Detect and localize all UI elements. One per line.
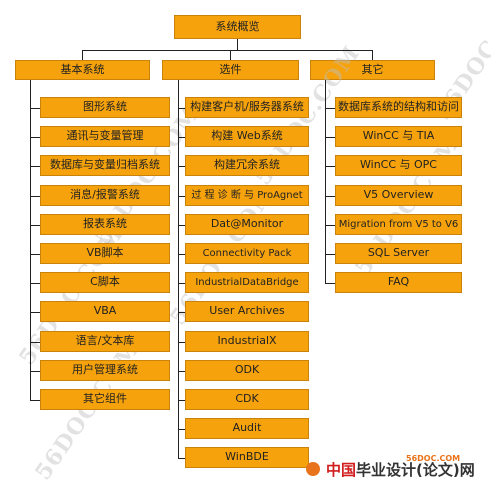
- connector-basic-6: [30, 254, 40, 255]
- connector-other-1: [325, 108, 335, 109]
- footer-url: 56DOC.COM: [406, 454, 461, 463]
- connector-options-8: [178, 312, 185, 313]
- connector-to-basic: [82, 50, 83, 60]
- node-basic-7: C脚本: [40, 272, 170, 293]
- node-basic-6: VB脚本: [40, 243, 170, 264]
- connector-options-4: [178, 196, 185, 197]
- connector-other-6: [325, 254, 335, 255]
- connector-basic-10: [30, 371, 40, 372]
- connector-basic-1: [30, 108, 40, 109]
- connector-root-down: [237, 39, 238, 50]
- node-other-2: WinCC 与 TIA: [335, 126, 462, 147]
- connector-root-bar: [82, 50, 373, 51]
- connector-options-stem: [178, 80, 179, 459]
- connector-basic-9: [30, 342, 40, 343]
- node-options-3: 构建冗余系统: [185, 155, 309, 176]
- node-basic-8: VBA: [40, 301, 170, 322]
- column-header-basic: 基本系统: [15, 60, 150, 80]
- root-node: 系统概览: [174, 15, 301, 39]
- node-other-5: Migration from V5 to V6: [335, 214, 462, 235]
- footer-brand-b: 毕业设计(论文)网: [356, 461, 475, 479]
- node-options-12: Audit: [185, 418, 309, 439]
- connector-other-2: [325, 137, 335, 138]
- connector-basic-8: [30, 312, 40, 313]
- connector-options-1: [178, 108, 185, 109]
- node-options-8: User Archives: [185, 301, 309, 322]
- node-basic-5: 报表系统: [40, 214, 170, 235]
- column-header-other: 其它: [310, 60, 435, 80]
- node-basic-4: 消息/报警系统: [40, 185, 170, 206]
- connector-other-stem: [325, 80, 326, 284]
- node-options-6: Connectivity Pack: [185, 243, 309, 264]
- connector-basic-7: [30, 283, 40, 284]
- connector-other-4: [325, 196, 335, 197]
- node-options-4: 过 程 诊 断 与 ProAgnet: [185, 185, 309, 206]
- connector-options-11: [178, 400, 185, 401]
- node-other-4: V5 Overview: [335, 185, 462, 206]
- logo-icon: [306, 462, 320, 476]
- node-basic-10: 用户管理系统: [40, 360, 170, 381]
- node-options-10: ODK: [185, 360, 309, 381]
- node-options-7: IndustrialDataBridge: [185, 272, 309, 293]
- node-other-1: 数据库系统的结构和访问: [335, 97, 462, 118]
- watermark-7: 56DOC.COM: [30, 335, 146, 485]
- connector-options-6: [178, 254, 185, 255]
- node-basic-2: 通讯与变量管理: [40, 126, 170, 147]
- connector-options-10: [178, 371, 185, 372]
- connector-to-other: [372, 50, 373, 60]
- connector-options-2: [178, 137, 185, 138]
- node-basic-3: 数据库与变量归档系统: [40, 155, 170, 176]
- connector-to-options: [230, 50, 231, 60]
- node-basic-11: 其它组件: [40, 389, 170, 410]
- footer-brand: 中国毕业设计(论文)网: [326, 459, 475, 480]
- connector-options-3: [178, 166, 185, 167]
- connector-options-12: [178, 429, 185, 430]
- node-other-3: WinCC 与 OPC: [335, 155, 462, 176]
- connector-options-7: [178, 283, 185, 284]
- column-header-options: 选件: [162, 60, 299, 80]
- connector-basic-2: [30, 137, 40, 138]
- connector-options-13: [178, 458, 185, 459]
- connector-other-5: [325, 225, 335, 226]
- node-options-2: 构建 Web系统: [185, 126, 309, 147]
- connector-other-3: [325, 166, 335, 167]
- connector-options-9: [178, 342, 185, 343]
- node-other-6: SQL Server: [335, 243, 462, 264]
- node-options-5: Dat@Monitor: [185, 214, 309, 235]
- footer-brand-a: 中国: [326, 461, 357, 479]
- connector-basic-3: [30, 166, 40, 167]
- node-other-7: FAQ: [335, 272, 462, 293]
- connector-basic-stem: [30, 80, 31, 401]
- node-basic-1: 图形系统: [40, 97, 170, 118]
- site-footer-logo: 56DOC.COM 中国毕业设计(论文)网: [306, 454, 490, 484]
- node-options-1: 构建客户机/服务器系统: [185, 97, 309, 118]
- node-basic-9: 语言/文本库: [40, 331, 170, 352]
- connector-basic-5: [30, 225, 40, 226]
- node-options-9: IndustrialX: [185, 331, 309, 352]
- node-options-13: WinBDE: [185, 447, 309, 468]
- connector-basic-11: [30, 400, 40, 401]
- connector-options-5: [178, 225, 185, 226]
- connector-other-7: [325, 283, 335, 284]
- connector-basic-4: [30, 196, 40, 197]
- node-options-11: CDK: [185, 389, 309, 410]
